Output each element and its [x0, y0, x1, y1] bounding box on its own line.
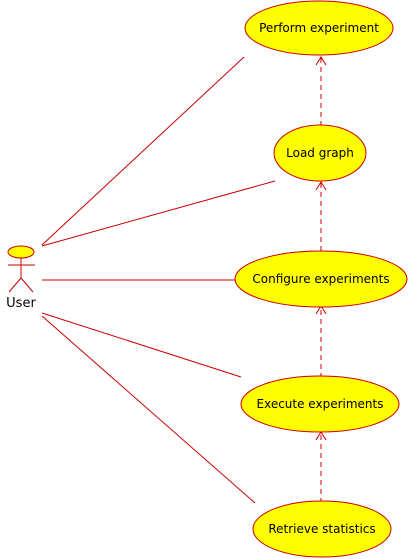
association-retrieve: [41, 315, 256, 504]
use-case-label: Load graph: [286, 146, 354, 160]
association-execute: [41, 312, 242, 378]
arrowhead-perform: [315, 56, 327, 66]
use-case-configure-experiments[interactable]: Configure experiments: [234, 250, 408, 308]
use-case-label: Retrieve statistics: [268, 522, 375, 536]
association-perform: [41, 56, 245, 246]
use-case-load-graph[interactable]: Load graph: [273, 124, 367, 182]
association-load: [41, 180, 276, 247]
arrowhead-load: [315, 181, 327, 191]
actor-label: User: [6, 296, 36, 311]
use-case-label: Configure experiments: [252, 272, 389, 286]
use-case-perform-experiment[interactable]: Perform experiment: [244, 0, 394, 56]
use-case-execute-experiments[interactable]: Execute experiments: [240, 375, 400, 433]
dependency-lines: [315, 56, 327, 503]
stick-figure-actor-icon: [7, 245, 35, 293]
association-lines: [41, 56, 276, 504]
use-case-label: Execute experiments: [257, 397, 384, 411]
use-case-retrieve-statistics[interactable]: Retrieve statistics: [252, 500, 392, 558]
actor-user: User: [6, 245, 36, 311]
use-case-label: Perform experiment: [259, 21, 379, 35]
